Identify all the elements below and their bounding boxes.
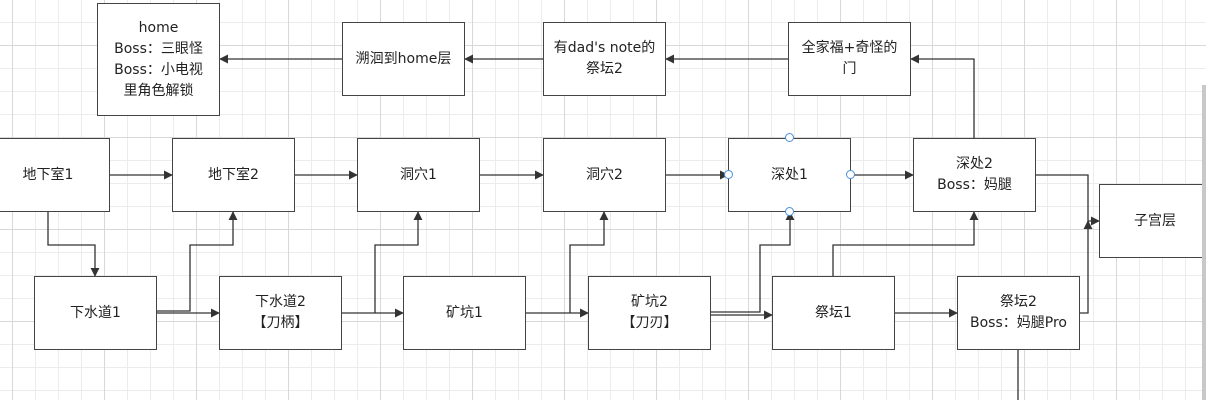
node-basement2[interactable]: 地下室2 <box>172 138 295 212</box>
node-label-line: 地下室1 <box>22 166 74 183</box>
node-label-line: 洞穴2 <box>586 166 623 183</box>
node-womb[interactable]: 子宫层 <box>1099 184 1206 258</box>
node-label-line: Boss：妈腿 <box>937 177 1012 193</box>
node-label-line: 有dad's note的 <box>553 40 656 56</box>
node-sewer1[interactable]: 下水道1 <box>34 276 157 350</box>
node-label-line: 下水道2 <box>255 294 306 310</box>
node-label-line: 门 <box>842 61 857 77</box>
node-label-line: 【刀柄】 <box>252 315 309 331</box>
node-sewer2[interactable]: 下水道2 【刀柄】 <box>219 276 342 350</box>
node-label-line: 祭坛2 <box>1000 294 1037 310</box>
node-label-line: 洞穴1 <box>400 166 437 183</box>
node-mines2[interactable]: 矿坑2 【刀刃】 <box>588 276 711 350</box>
node-label-line: Boss：小电视 <box>114 61 203 78</box>
connection-handle-left[interactable] <box>724 170 733 179</box>
edge-mines2-to-depths1[interactable] <box>711 211 795 313</box>
node-label-line: 子宫层 <box>1134 212 1176 229</box>
node-label-line: 矿坑2 <box>631 294 668 310</box>
connection-handle-bottom[interactable] <box>785 207 794 216</box>
node-trace-home[interactable]: 溯洄到home层 <box>342 22 465 96</box>
connection-handle-top[interactable] <box>785 133 794 142</box>
edge-depths2-to-family-photo[interactable] <box>910 54 975 138</box>
node-label-line: 深处2 <box>956 156 993 172</box>
node-label-line: 溯洄到home层 <box>355 50 452 67</box>
edge-sewer1-to-basement2[interactable] <box>157 211 238 312</box>
node-dad-note-altar[interactable]: 有dad's note的祭坛2 <box>543 22 666 96</box>
node-label-line: 下水道1 <box>70 304 121 321</box>
node-label-line: 地下室2 <box>208 166 259 183</box>
node-cave1[interactable]: 洞穴1 <box>357 138 480 212</box>
node-cave2[interactable]: 洞穴2 <box>543 138 666 212</box>
edge-mines1-to-cave2[interactable] <box>569 211 609 313</box>
edge-altar1-to-depths2[interactable] <box>832 211 979 276</box>
connection-handle-right[interactable] <box>846 170 855 179</box>
node-label-line: 祭坛1 <box>815 304 852 321</box>
node-label-line: 里角色解锁 <box>123 82 194 99</box>
vertical-scrollbar[interactable] <box>1202 85 1206 400</box>
node-label-line: 矿坑1 <box>446 304 483 321</box>
node-altar1[interactable]: 祭坛1 <box>772 276 895 350</box>
node-label-line: home <box>138 19 179 36</box>
node-basement1[interactable]: 地下室1 <box>0 138 110 212</box>
node-label-line: 深处1 <box>771 166 808 183</box>
node-depths1[interactable]: 深处1 <box>728 138 851 212</box>
edge-sewer2-to-cave1[interactable] <box>374 211 423 313</box>
node-label-line: 祭坛2 <box>586 61 623 77</box>
node-mines1[interactable]: 矿坑1 <box>403 276 526 350</box>
node-family-photo-door[interactable]: 全家福+奇怪的门 <box>788 22 911 96</box>
edge-basement1-to-sewer1[interactable] <box>47 212 100 277</box>
node-label-line: Boss：妈腿Pro <box>970 315 1067 331</box>
node-label-line: 全家福+奇怪的 <box>801 40 898 56</box>
node-label-line: Boss：三眼怪 <box>114 40 203 57</box>
edge-altar2-to-womb[interactable] <box>1080 220 1093 314</box>
edge-depths2-to-womb[interactable] <box>1036 174 1100 226</box>
node-label-line: 【刀刃】 <box>621 315 678 331</box>
